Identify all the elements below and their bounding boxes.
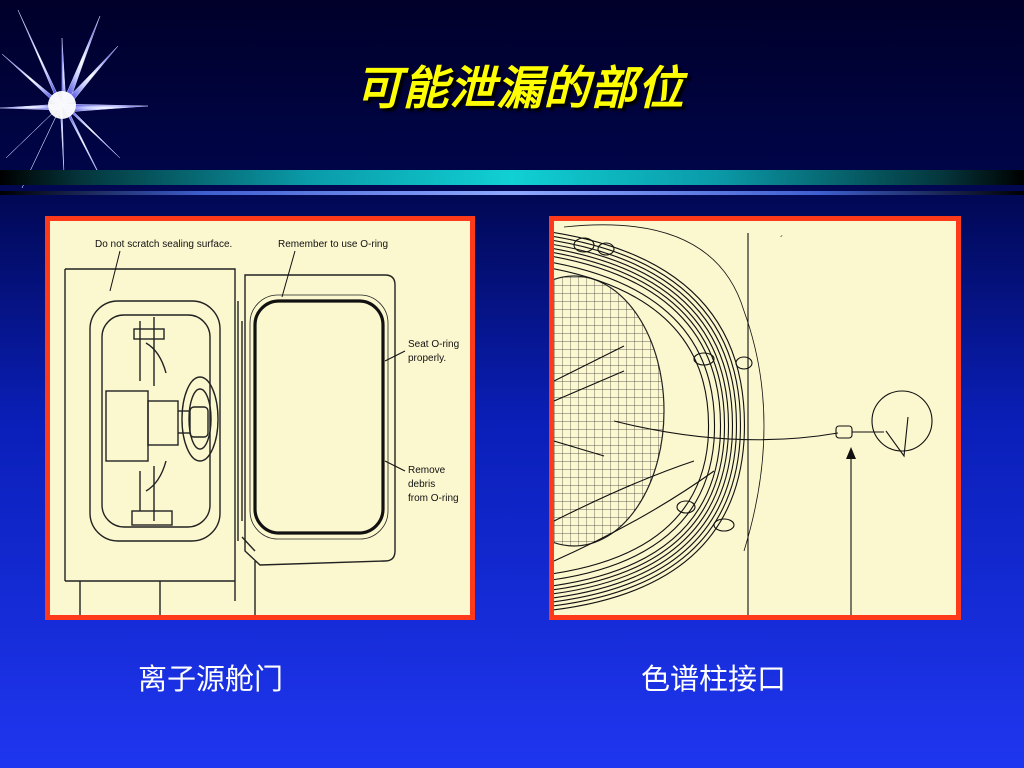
label-scratch: Do not scratch sealing surface. xyxy=(95,239,232,250)
label-remove-1: Remove xyxy=(408,465,446,476)
label-seat-1: Seat O-ring xyxy=(408,339,459,350)
title-divider xyxy=(0,170,1024,185)
label-oring: Remember to use O-ring xyxy=(278,239,388,250)
label-remove-3: from O-ring xyxy=(408,493,459,504)
ion-source-door-drawing: Do not scratch sealing surface. Remember… xyxy=(64,239,459,615)
column-interface-drawing: ´ xyxy=(554,224,933,615)
title-divider-thin xyxy=(0,191,1024,195)
column-interface-figure: ´ xyxy=(549,216,961,620)
caption-ion-source-door: 离子源舱门 xyxy=(138,662,284,696)
page-title: 可能泄漏的部位 xyxy=(355,61,685,115)
label-remove-2: debris xyxy=(408,479,435,490)
label-seat-2: properly. xyxy=(408,353,446,364)
ion-source-door-figure: Do not scratch sealing surface. Remember… xyxy=(45,216,475,620)
svg-text:´: ´ xyxy=(780,234,783,246)
starburst-icon xyxy=(0,9,149,188)
caption-column-interface: 色谱柱接口 xyxy=(641,662,787,696)
